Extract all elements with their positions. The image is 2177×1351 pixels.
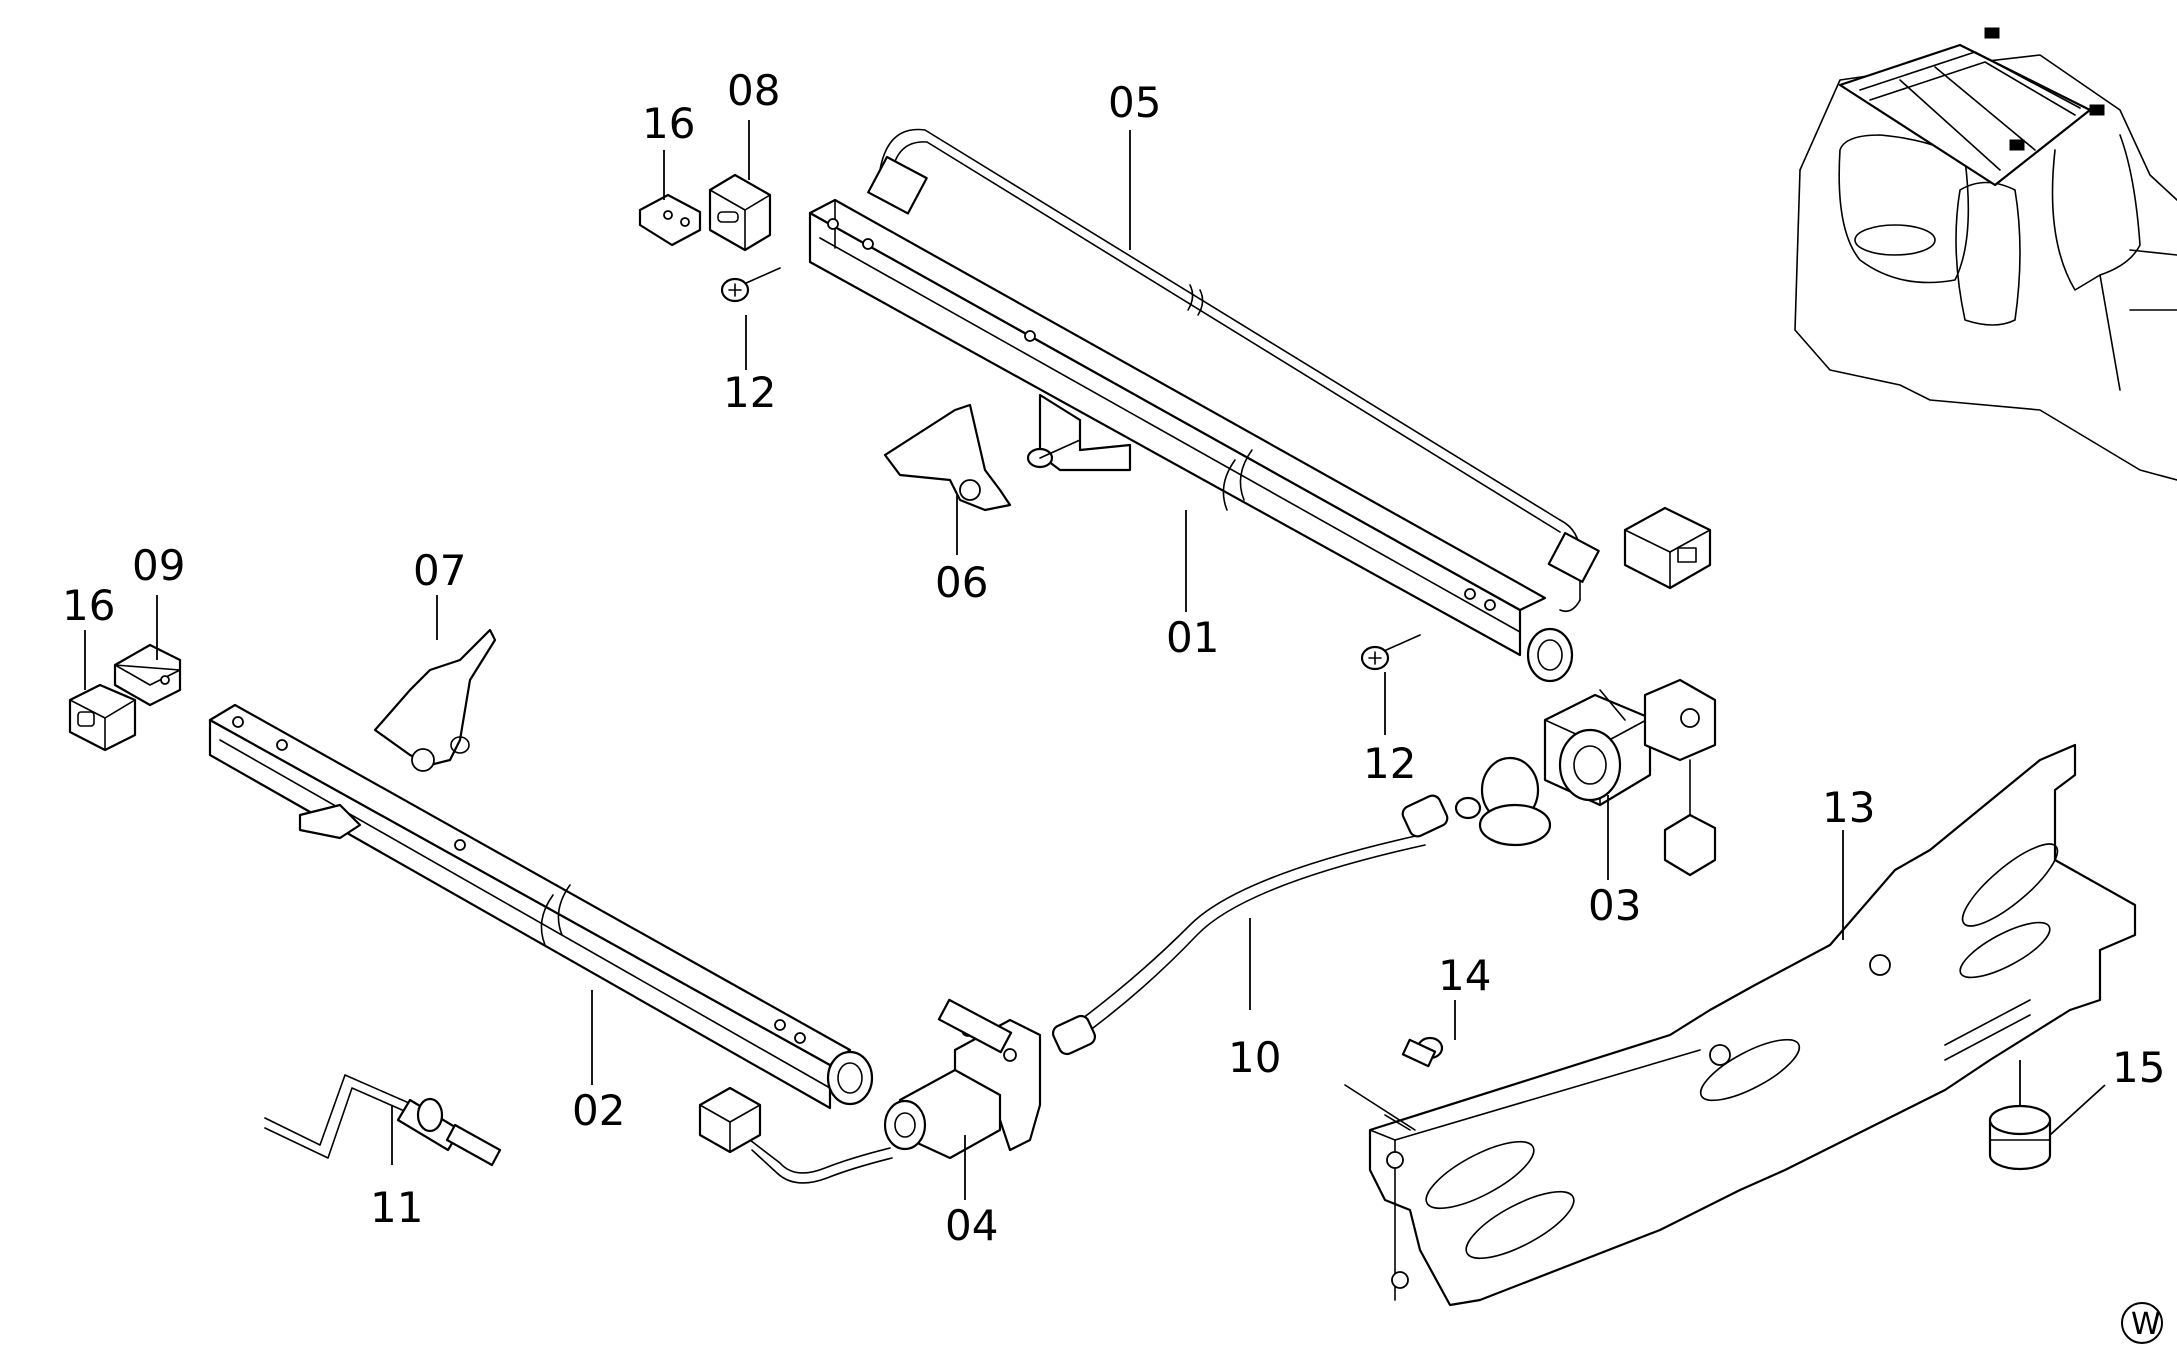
seat-motor-03[interactable] (1478, 678, 1717, 877)
callout-05: 05 (1108, 78, 1161, 127)
callout-13: 13 (1822, 783, 1875, 832)
leader-lines (84, 120, 2106, 1200)
callout-12-lower: 12 (1363, 739, 1416, 788)
plate-16-lower[interactable] (68, 683, 137, 752)
callout-08: 08 (727, 66, 780, 115)
lower-seat-rail-02[interactable] (208, 703, 874, 1110)
base-plate-13[interactable] (1368, 743, 2137, 1307)
plate-16-upper[interactable] (638, 193, 702, 247)
callout-10: 10 (1228, 1033, 1281, 1082)
callout-12-upper: 12 (723, 368, 776, 417)
callout-01: 01 (1166, 613, 1219, 662)
gearbox-04[interactable] (698, 998, 1042, 1184)
callout-14: 14 (1438, 951, 1491, 1000)
crank-handle-11[interactable] (264, 1074, 502, 1167)
callout-06: 06 (935, 558, 988, 607)
drive-cable-10[interactable] (1050, 793, 1482, 1057)
callout-03: 03 (1588, 881, 1641, 930)
callout-16-lower: 16 (62, 581, 115, 630)
bracket-06[interactable] (883, 403, 1081, 512)
bracket-07[interactable] (373, 628, 497, 772)
corner-mark-letter: W (2131, 1307, 2161, 1342)
callout-15: 15 (2112, 1043, 2165, 1092)
callout-07: 07 (413, 546, 466, 595)
screw-12-upper[interactable] (720, 267, 781, 303)
clip-08[interactable] (708, 173, 772, 252)
rubber-pad-15[interactable] (1988, 1104, 2052, 1171)
corner-mark: W (2121, 1302, 2163, 1344)
callout-16-upper: 16 (642, 99, 695, 148)
wiring-harness-05[interactable] (867, 128, 1712, 613)
upper-seat-rail-01[interactable] (808, 198, 1574, 683)
screw-12-lower[interactable] (1360, 634, 1421, 671)
plate-09[interactable] (113, 643, 182, 707)
callout-02: 02 (572, 1086, 625, 1135)
callout-11: 11 (370, 1183, 423, 1232)
callout-04: 04 (945, 1201, 998, 1250)
bolt-14[interactable] (1344, 1036, 1444, 1131)
callout-09: 09 (132, 541, 185, 590)
vehicle-cab-locator-icon (1794, 27, 2177, 481)
